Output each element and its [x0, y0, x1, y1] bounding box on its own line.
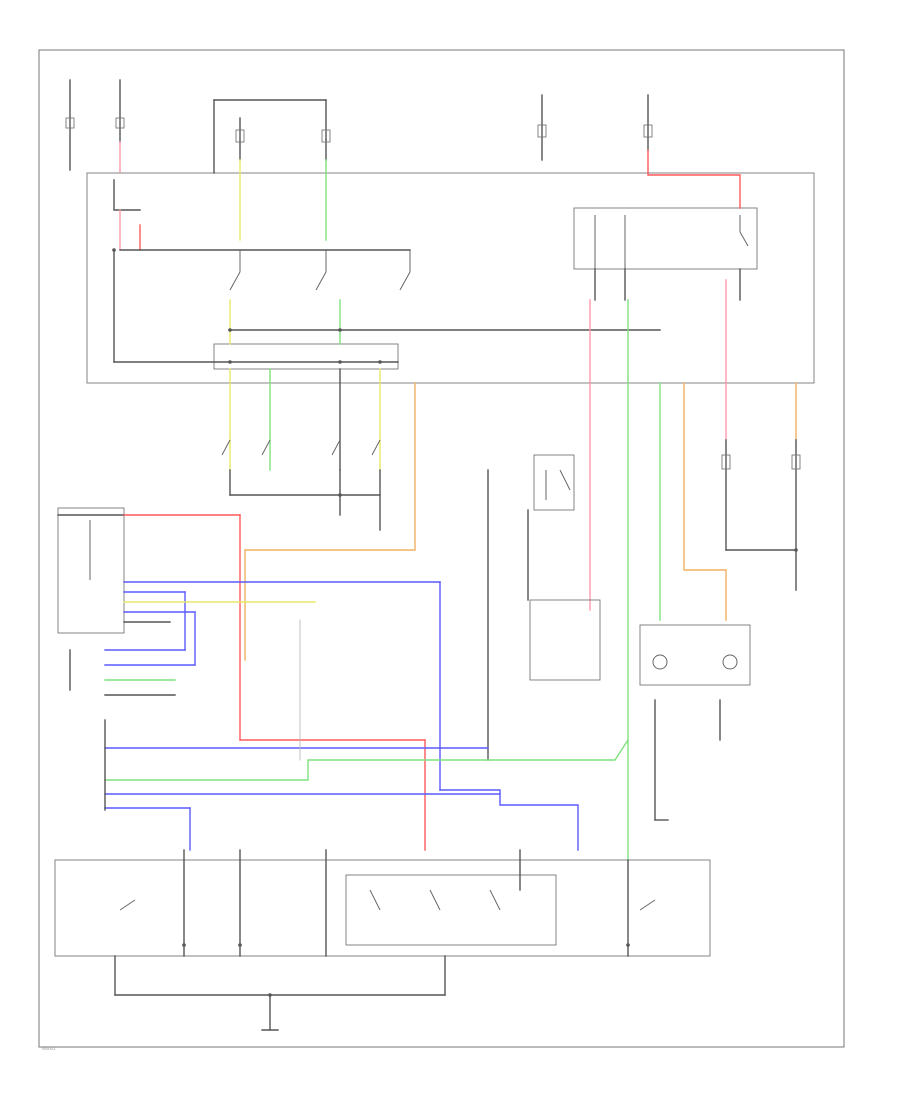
wire-bundle-right [589, 279, 801, 861]
fuse-column-headlight [213, 99, 331, 241]
footer-code: W0001 [42, 1046, 56, 1051]
lower-wire-bundle [104, 619, 629, 851]
control-unit-lower [54, 849, 711, 1031]
fuse-column-right [537, 94, 741, 209]
dimmer-relay [487, 454, 601, 761]
relay-block [573, 207, 758, 270]
under-hood-fuse-relay-box [86, 172, 815, 384]
fuse-column-left [65, 79, 125, 173]
diagram-frame [38, 49, 845, 1048]
headlight-relay-right [594, 215, 749, 269]
combination-light-switch [57, 507, 441, 791]
wire-bundle-middle [221, 368, 416, 661]
sensor-group-right [639, 624, 751, 821]
internal-box-wiring [113, 179, 741, 363]
splice-points [112, 248, 798, 997]
connector-box-upper [213, 343, 399, 370]
